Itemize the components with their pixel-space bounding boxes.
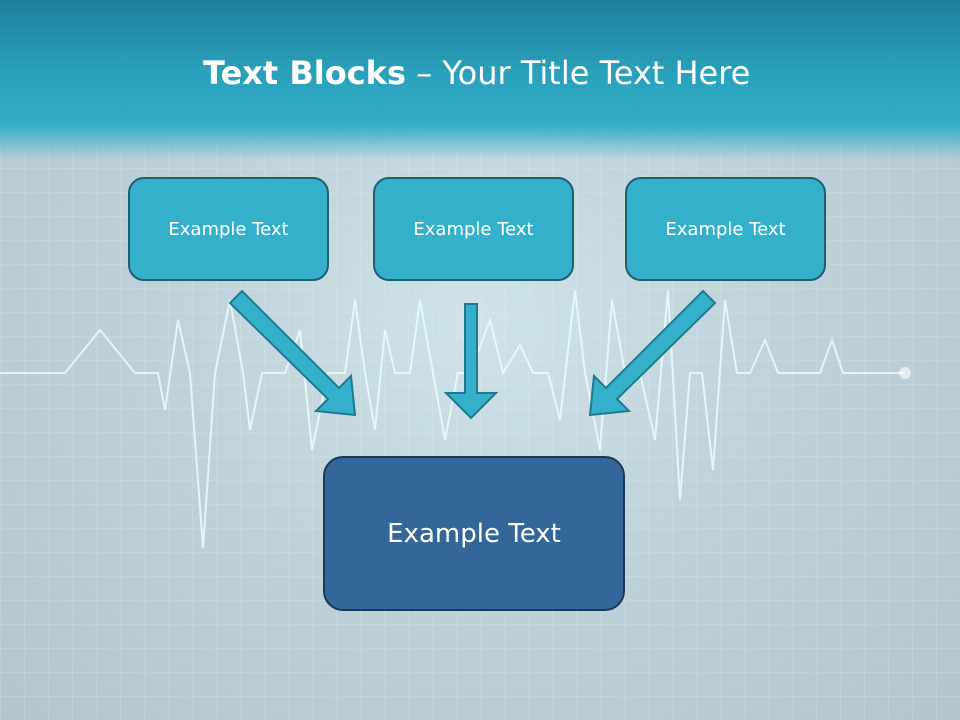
arrow-down-icon	[443, 303, 499, 420]
arrow-down-left-icon	[588, 289, 717, 417]
text-block-3-label: Example Text	[665, 219, 786, 240]
slide-title: Text Blocks – Your Title Text Here	[203, 54, 750, 92]
header-band	[0, 0, 960, 160]
text-block-2-label: Example Text	[413, 219, 534, 240]
arrow-down-right-icon	[228, 289, 357, 417]
text-block-1-label: Example Text	[168, 219, 289, 240]
main-text-block[interactable]: Example Text	[323, 456, 625, 611]
title-rest: – Your Title Text Here	[406, 54, 751, 92]
text-block-3[interactable]: Example Text	[625, 177, 826, 281]
text-block-1[interactable]: Example Text	[128, 177, 329, 281]
main-text-block-label: Example Text	[387, 518, 561, 549]
text-block-2[interactable]: Example Text	[373, 177, 574, 281]
title-bold: Text Blocks	[203, 54, 406, 92]
